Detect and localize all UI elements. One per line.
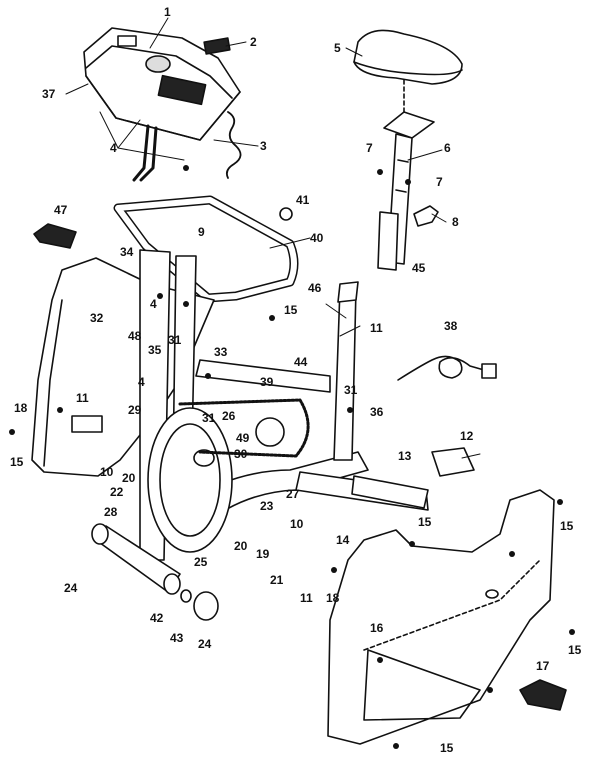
seat-part xyxy=(353,29,463,113)
callout-9: 9 xyxy=(198,225,205,239)
leader-lines xyxy=(65,17,481,459)
callout-15-mid: 15 xyxy=(284,303,298,317)
callout-32: 32 xyxy=(90,311,104,325)
callout-40: 40 xyxy=(310,231,324,245)
part-12 xyxy=(431,447,475,477)
callout-37: 37 xyxy=(42,87,56,101)
callout-14: 14 xyxy=(336,533,350,547)
bolts xyxy=(9,165,575,749)
roller-part xyxy=(91,523,219,621)
callout-39: 39 xyxy=(260,375,274,389)
post-sleeve-45 xyxy=(377,211,399,271)
seat-post-part xyxy=(383,111,435,265)
callout-30: 30 xyxy=(234,447,248,461)
pedal-47 xyxy=(33,223,77,249)
callout-11-bottom: 11 xyxy=(300,591,313,605)
sleeve-46 xyxy=(337,281,359,303)
callout-12: 12 xyxy=(460,429,474,443)
callout-15-center: 15 xyxy=(418,515,432,529)
flywheel-part xyxy=(147,407,233,553)
callout-17: 17 xyxy=(536,659,550,673)
callout-18-bottom: 18 xyxy=(326,591,340,605)
callout-4-mid: 4 xyxy=(150,297,157,311)
callout-5: 5 xyxy=(334,41,341,55)
callout-23: 23 xyxy=(260,499,274,513)
callout-38: 38 xyxy=(444,319,458,333)
callout-16: 16 xyxy=(370,621,384,635)
callout-31-right: 31 xyxy=(344,383,358,397)
callout-29: 29 xyxy=(128,403,142,417)
callout-46: 46 xyxy=(308,281,322,295)
callout-33: 33 xyxy=(214,345,228,359)
handlebar-part xyxy=(113,195,299,303)
callout-25: 25 xyxy=(194,555,208,569)
callout-20-left: 20 xyxy=(122,471,136,485)
callout-20-mid: 20 xyxy=(234,539,248,553)
part-13 xyxy=(351,475,429,509)
knob-8 xyxy=(413,205,439,227)
callout-15-bottom: 15 xyxy=(440,741,454,755)
callout-7-left: 7 xyxy=(366,141,373,155)
callout-24-bottom: 24 xyxy=(198,637,212,651)
callout-13: 13 xyxy=(398,449,412,463)
callout-47: 47 xyxy=(54,203,68,217)
callout-4-top: 4 xyxy=(110,141,117,155)
callout-45: 45 xyxy=(412,261,426,275)
console-part xyxy=(83,27,242,182)
callout-4-low: 4 xyxy=(138,375,145,389)
callout-36: 36 xyxy=(370,405,384,419)
callout-44: 44 xyxy=(294,355,308,369)
callout-11-left: 11 xyxy=(76,391,89,405)
callout-15-left: 15 xyxy=(10,455,24,469)
callout-49: 49 xyxy=(236,431,250,445)
callout-10-mid: 10 xyxy=(290,517,304,531)
callout-28: 28 xyxy=(104,505,118,519)
part-2 xyxy=(203,37,231,55)
callout-34: 34 xyxy=(120,245,134,259)
sprocket-49 xyxy=(255,417,285,447)
callout-10-left: 10 xyxy=(100,465,114,479)
power-cord-38 xyxy=(397,355,497,381)
callout-41: 41 xyxy=(296,193,310,207)
callout-7-right: 7 xyxy=(436,175,443,189)
callout-42: 42 xyxy=(150,611,164,625)
callout-15-right-mid: 15 xyxy=(568,643,582,657)
callout-2: 2 xyxy=(250,35,257,49)
chain-26 xyxy=(178,398,310,458)
callout-35: 35 xyxy=(148,343,162,357)
callout-19: 19 xyxy=(256,547,270,561)
callout-48: 48 xyxy=(128,329,142,343)
callout-24-left: 24 xyxy=(64,581,78,595)
callout-43: 43 xyxy=(170,631,184,645)
callout-31-mid: 31 xyxy=(202,411,216,425)
callout-31-left: 31 xyxy=(168,333,182,347)
callout-8: 8 xyxy=(452,215,459,229)
callout-11-top: 11 xyxy=(370,321,383,335)
callout-6: 6 xyxy=(444,141,451,155)
callout-27: 27 xyxy=(286,487,300,501)
pedal-17 xyxy=(519,679,567,711)
right-shroud-part xyxy=(327,489,555,745)
callout-21: 21 xyxy=(270,573,284,587)
callout-26: 26 xyxy=(222,409,236,423)
callout-3: 3 xyxy=(260,139,267,153)
callout-18-left: 18 xyxy=(14,401,28,415)
callout-1: 1 xyxy=(164,5,171,19)
callout-22: 22 xyxy=(110,485,124,499)
callout-15-right-top: 15 xyxy=(560,519,574,533)
